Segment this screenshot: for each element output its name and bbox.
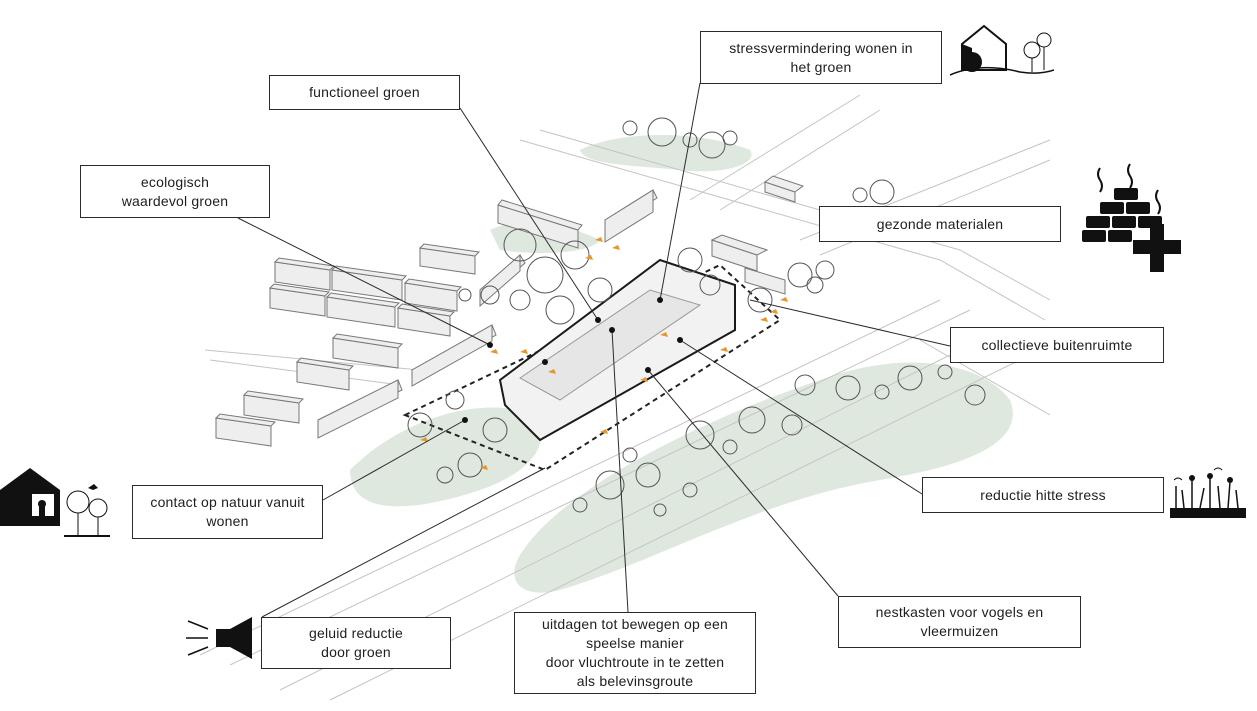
label-text: stressvermindering wonen in — [729, 39, 913, 56]
project-building — [402, 258, 782, 472]
heat-plants-icon — [1170, 467, 1246, 518]
label-contact-op-natuur: contact op natuur vanuit wonen — [132, 485, 323, 539]
loudspeaker-icon — [186, 617, 252, 659]
label-text: wonen — [206, 513, 249, 529]
label-geluid-reductie: geluid reductie door groen — [261, 617, 451, 669]
house-nature-view-icon — [0, 468, 110, 537]
label-gezonde-materialen: gezonde materialen — [819, 206, 1061, 242]
label-text: ecologisch — [140, 173, 210, 190]
label-collectieve-buitenruimte: collectieve buitenruimte — [950, 327, 1164, 363]
label-uitdagen-tot-bewegen: uitdagen tot bewegen op een speelse mani… — [514, 612, 756, 694]
label-text: het groen — [790, 58, 852, 75]
label-text: vleermuizen — [920, 623, 999, 639]
label-text: reductie hitte stress — [980, 486, 1106, 503]
leader-dots — [462, 297, 683, 423]
label-text: door vluchtroute in te zetten — [545, 654, 725, 670]
label-text: functioneel groen — [309, 84, 420, 100]
label-nestkasten: nestkasten voor vogels en vleermuizen — [838, 596, 1081, 648]
house-in-green-icon — [950, 24, 1054, 76]
label-text: nestkasten voor vogels en — [875, 604, 1044, 620]
label-functioneel-groen: functioneel groen — [269, 75, 460, 110]
leader-lines — [237, 82, 951, 618]
label-text: door groen — [321, 644, 391, 660]
label-reductie-hitte-stress: reductie hitte stress — [922, 477, 1164, 513]
orange-accents — [420, 237, 788, 470]
label-text: contact op natuur vanuit — [150, 494, 305, 510]
trees — [407, 117, 986, 517]
label-text: speelse manier — [586, 635, 684, 651]
label-text: collectieve buitenruimte — [981, 336, 1133, 353]
brick-stack-health-icon — [1082, 163, 1181, 272]
label-stressvermindering: stressvermindering wonen in het groen — [700, 31, 942, 84]
label-text: als belevinsgroute — [576, 673, 694, 689]
label-ecologisch-groen: ecologisch waardevol groen — [80, 165, 270, 218]
label-text: uitdagen tot bewegen op een — [542, 616, 728, 632]
label-text: waardevol groen — [121, 192, 229, 209]
label-text: geluid reductie — [308, 625, 404, 641]
label-text: gezonde materialen — [876, 215, 1004, 232]
